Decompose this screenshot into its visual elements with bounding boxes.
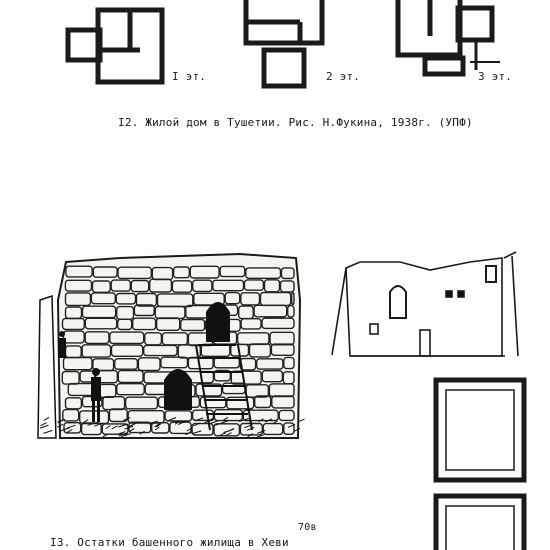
page-number: 70в [298,522,317,533]
tower-plan-upper [433,377,527,483]
tower-elevation-drawing [331,251,519,357]
floor-plan-3 [395,0,500,77]
floor-plan-1 [65,7,165,85]
stone-dwelling-drawing [37,252,305,439]
figure-13-caption: I3. Остатки башенного жилища в Хеви [50,536,289,549]
floor-plan-2 [243,0,325,89]
floor-label-3: 3 эт. [478,70,513,83]
floor-label-1: I эт. [172,70,207,83]
tower-plan-lower [433,493,527,550]
floor-label-2: 2 эт. [326,70,361,83]
figure-12-caption: I2. Жилой дом в Тушетии. Рис. Н.Фукина, … [118,116,473,129]
